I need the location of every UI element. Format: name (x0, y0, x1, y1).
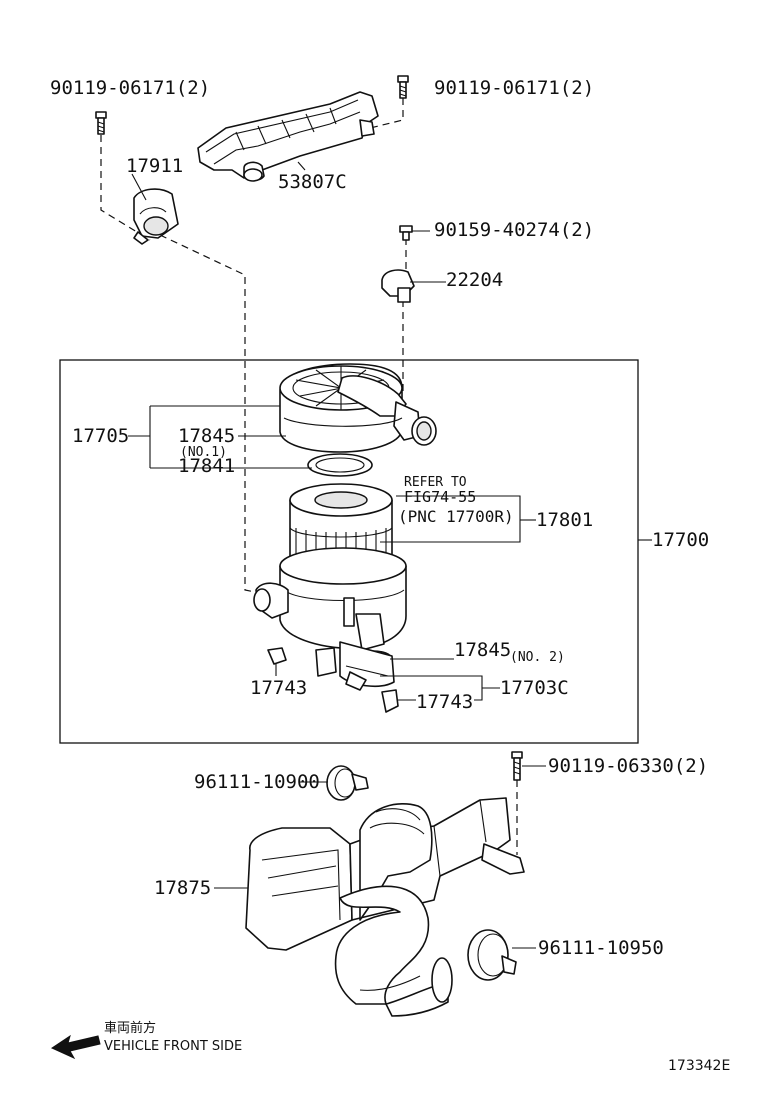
label-17845-top: 17845 (178, 425, 235, 447)
bracket-17703c (315, 647, 367, 691)
label-refer-line2: FIG74-55 (404, 488, 476, 506)
label-17743-right: 17743 (416, 691, 473, 713)
label-17801: 17801 (536, 509, 593, 531)
bolt-90119-06171-left (95, 111, 107, 135)
label-17845-bottom: 17845 (454, 639, 511, 661)
leader-lines (128, 161, 652, 949)
clip-17743-left (267, 647, 287, 665)
clip-17743-right (381, 689, 399, 713)
label-refer-line1: REFER TO (404, 475, 467, 490)
air-cleaner-cap (279, 363, 437, 453)
arrow-left-icon (50, 1034, 101, 1060)
label-17700: 17700 (652, 529, 709, 551)
label-17911: 17911 (126, 155, 183, 177)
bolt-90119-06171-right (397, 75, 409, 99)
front-direction-indicator: 車両前方 VEHICLE FRONT SIDE (50, 1020, 242, 1060)
label-bolt-top-right: 90119-06171(2) (434, 77, 594, 99)
label-bolt-top-left: 90119-06171(2) (50, 77, 210, 99)
label-17845-top-note: (NO.1) (180, 445, 227, 460)
element-17841 (307, 453, 373, 477)
sensor-22204 (381, 269, 415, 303)
label-53807c: 53807C (278, 171, 347, 193)
label-front-en: VEHICLE FRONT SIDE (104, 1039, 242, 1054)
label-17841: 17841 (178, 455, 235, 477)
figure-id: 173342E (668, 1058, 730, 1074)
label-96111-10950: 96111-10950 (538, 937, 664, 959)
label-front-jp: 車両前方 (104, 1020, 156, 1036)
label-90159-40274: 90159-40274(2) (434, 219, 594, 241)
label-refer-line3: (PNC 17700R) (398, 507, 514, 526)
clamp-96111-10900 (326, 765, 369, 801)
label-96111-10900: 96111-10900 (194, 771, 320, 793)
clamp-96111-10950 (467, 929, 517, 981)
assembly-frame-17700 (59, 359, 639, 744)
screw-90159-40274 (399, 225, 413, 241)
label-17845-bottom-note: (NO. 2) (510, 650, 565, 665)
bolt-90119-06330 (511, 751, 523, 781)
resonator-17875 (245, 797, 525, 1017)
label-17705: 17705 (72, 425, 129, 447)
label-90119-06330: 90119-06330(2) (548, 755, 708, 777)
label-22204: 22204 (446, 269, 503, 291)
label-17703c: 17703C (500, 677, 569, 699)
bracket-17911 (133, 188, 179, 245)
label-17875: 17875 (154, 877, 211, 899)
air-duct-53807c (197, 91, 379, 182)
label-17743-left: 17743 (250, 677, 307, 699)
